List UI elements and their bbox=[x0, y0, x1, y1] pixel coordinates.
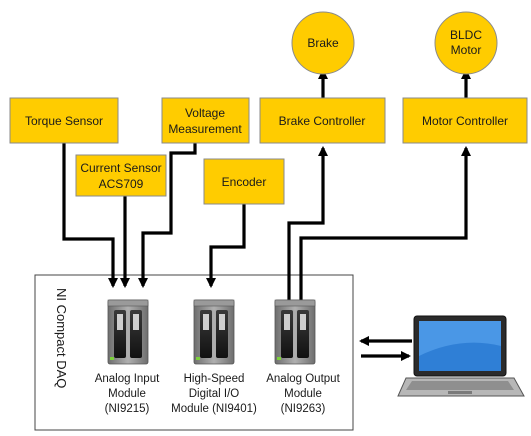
torque-sensor-label: Torque Sensor bbox=[25, 114, 103, 128]
current-sensor-label-2: ACS709 bbox=[99, 177, 144, 191]
current-sensor-node: Current Sensor ACS709 bbox=[75, 154, 167, 197]
voltage-measurement-label-1: Voltage bbox=[185, 106, 225, 120]
wires bbox=[62, 68, 472, 362]
encoder-node: Encoder bbox=[203, 158, 285, 205]
module-dio-label-3: Module (NI9401) bbox=[171, 403, 257, 415]
wire-voltage-to-ai bbox=[137, 143, 197, 289]
daq-module-icon bbox=[193, 299, 235, 365]
encoder-label: Encoder bbox=[222, 175, 267, 189]
bldc-motor-label-1: BLDC bbox=[450, 28, 482, 42]
brake-label: Brake bbox=[307, 36, 339, 50]
daq-module-icon bbox=[107, 299, 149, 365]
module-ai-label-2: Module bbox=[108, 388, 146, 400]
module-dio-label-1: High-Speed bbox=[184, 373, 245, 385]
daq-title: NI Compact DAQ bbox=[54, 288, 69, 388]
wire-torque-to-ai bbox=[62, 143, 119, 289]
wire-encoder-to-dio bbox=[205, 204, 246, 289]
wire-ao-to-motor-controller bbox=[299, 145, 472, 300]
module-digital-io: High-Speed Digital I/O Module (NI9401) bbox=[171, 299, 257, 415]
torque-sensor-node: Torque Sensor bbox=[9, 97, 119, 144]
brake-controller-node: Brake Controller bbox=[259, 97, 386, 144]
voltage-measurement-node: Voltage Measurement bbox=[161, 97, 250, 144]
module-ao-label-2: Module bbox=[284, 388, 322, 400]
module-analog-output: Analog Output Module (NI9263) bbox=[266, 299, 341, 415]
voltage-measurement-label-2: Measurement bbox=[168, 122, 242, 136]
laptop-icon bbox=[397, 315, 525, 397]
module-dio-label-2: Digital I/O bbox=[189, 388, 240, 400]
daq-module-icon bbox=[274, 299, 316, 365]
brake-controller-label: Brake Controller bbox=[279, 114, 366, 128]
module-analog-input: Analog Input Module (NI9215) bbox=[95, 299, 160, 415]
motor-controller-node: Motor Controller bbox=[402, 97, 528, 144]
current-sensor-label-1: Current Sensor bbox=[80, 161, 161, 175]
wire-ao-to-brake-controller bbox=[287, 145, 329, 300]
bldc-motor-node: BLDC Motor bbox=[434, 11, 498, 75]
module-ai-label-1: Analog Input bbox=[95, 373, 160, 385]
brake-node: Brake bbox=[291, 11, 355, 75]
module-ao-label-1: Analog Output bbox=[266, 373, 340, 385]
module-ao-label-3: (NI9263) bbox=[281, 403, 326, 415]
bldc-motor-label-2: Motor bbox=[451, 43, 482, 57]
module-ai-label-3: (NI9215) bbox=[105, 403, 150, 415]
motor-controller-label: Motor Controller bbox=[422, 114, 508, 128]
